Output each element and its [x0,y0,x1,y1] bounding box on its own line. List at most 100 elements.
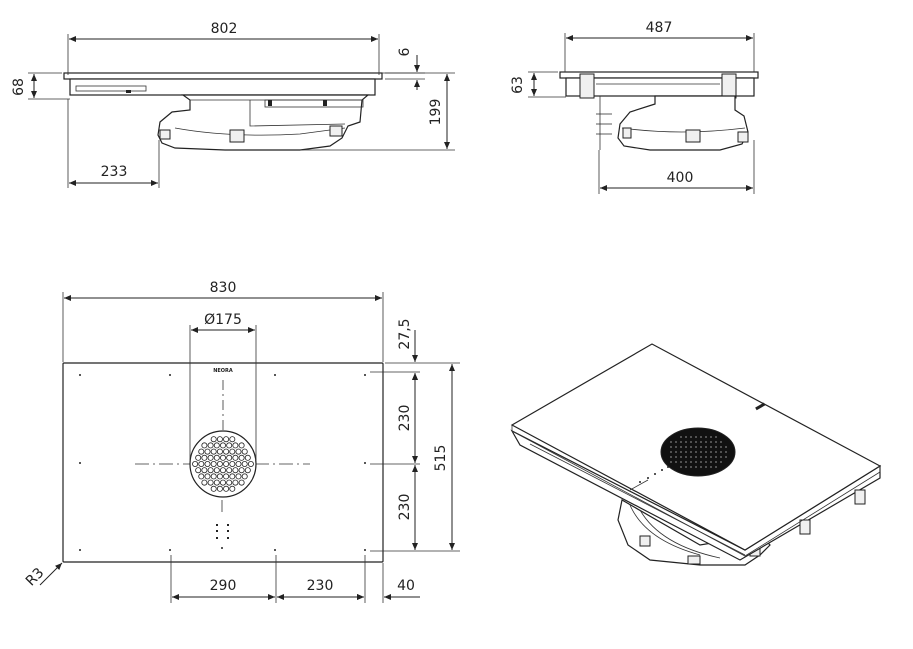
iso-grille-hole [700,456,702,458]
iso-grille-hole [675,456,677,458]
grille-hole [198,460,205,467]
grille-hole [235,473,242,480]
front-view: 802 6 68 199 233 [11,21,455,188]
iso-grille-hole [700,446,702,448]
iso-grille-hole [680,436,682,438]
dim-side-height: 63 [510,76,526,94]
iso-grille-hole [710,451,712,453]
iso-grille-hole [680,441,682,443]
iso-grille [660,427,736,477]
iso-grille-hole [725,451,727,453]
iso-grille-hole [670,441,672,443]
grille-hole [213,442,220,449]
iso-grille-hole [710,456,712,458]
grille-hole [244,454,251,461]
iso-grille-hole [710,436,712,438]
iso-grille-hole [690,446,692,448]
grille-hole [235,448,242,455]
grille-hole [195,454,202,461]
grille-hole [229,448,236,455]
iso-grille-hole [690,441,692,443]
grille-hole [241,460,248,467]
iso-grille-hole [715,436,717,438]
grille-hole [210,473,217,480]
clip-middle [229,129,245,143]
iso-grille-hole [705,451,707,453]
iso-grille-hole [675,461,677,463]
iso-grille-hole [680,461,682,463]
iso-grille-hole [720,461,722,463]
grille-hole [235,460,242,467]
grille-hole [207,442,214,449]
clip-left [159,129,171,140]
dim-side-depth: 400 [667,170,694,186]
dim-top-x-left: 290 [210,578,237,594]
side-fan-housing [617,95,749,151]
iso-grille-hole [720,456,722,458]
grille-hole [201,467,208,474]
iso-grille-hole [715,451,717,453]
dim-top-depth: 515 [433,445,449,472]
iso-grille-hole [715,441,717,443]
iso-grille-hole [685,446,687,448]
grille-hole [229,436,236,443]
grille-hole [219,454,226,461]
iso-grille-hole [675,446,677,448]
iso-grille-hole [695,436,697,438]
grille-hole [201,442,208,449]
iso-grille-hole [700,441,702,443]
iso-grille-hole [720,441,722,443]
iso-grille-hole [715,466,717,468]
grille-hole [201,479,208,486]
grille-hole [238,479,245,486]
grille-hole [210,448,217,455]
iso-grille-hole [715,461,717,463]
fan-grille [189,430,257,498]
iso-grille-hole [700,451,702,453]
grille-hole [216,448,223,455]
grille-hole [226,442,233,449]
iso-grille-hole [705,461,707,463]
dim-top-radius: R3 [23,565,47,589]
iso-grille-hole [705,441,707,443]
iso-grille-hole [725,446,727,448]
grille-hole [226,454,233,461]
grille-hole [216,485,223,492]
grille-hole [216,460,223,467]
iso-grille-hole [710,446,712,448]
iso-grille-hole [710,466,712,468]
grille-hole [219,479,226,486]
grille-hole [195,467,202,474]
grille-hole [223,460,230,467]
iso-grille-hole [700,436,702,438]
grille-hole [210,460,217,467]
grille-hole [232,442,239,449]
grille-hole [219,442,226,449]
dim-front-glass: 6 [397,47,413,56]
grille-hole [210,485,217,492]
iso-grille-hole [680,451,682,453]
dim-top-x-edge: 40 [397,578,415,594]
dim-front-unit-height: 199 [428,99,444,126]
iso-grille-hole [670,446,672,448]
iso-grille-hole [670,451,672,453]
grille-hole [213,479,220,486]
dim-top-upper: 230 [397,405,413,432]
grille-hole [241,473,248,480]
grille-hole [232,467,239,474]
dim-top-width: 830 [210,280,237,296]
front-fan-housing [157,94,370,151]
grille-hole [226,479,233,486]
iso-grille-hole [670,456,672,458]
grille-hole [238,454,245,461]
dim-top-lower: 230 [397,494,413,521]
front-frame [69,78,376,96]
iso-grille-hole [715,456,717,458]
iso-grille-hole [695,466,697,468]
dim-front-offset: 233 [101,164,128,180]
grille-hole [219,467,226,474]
iso-grille-hole [685,451,687,453]
iso-grille-hole [715,446,717,448]
